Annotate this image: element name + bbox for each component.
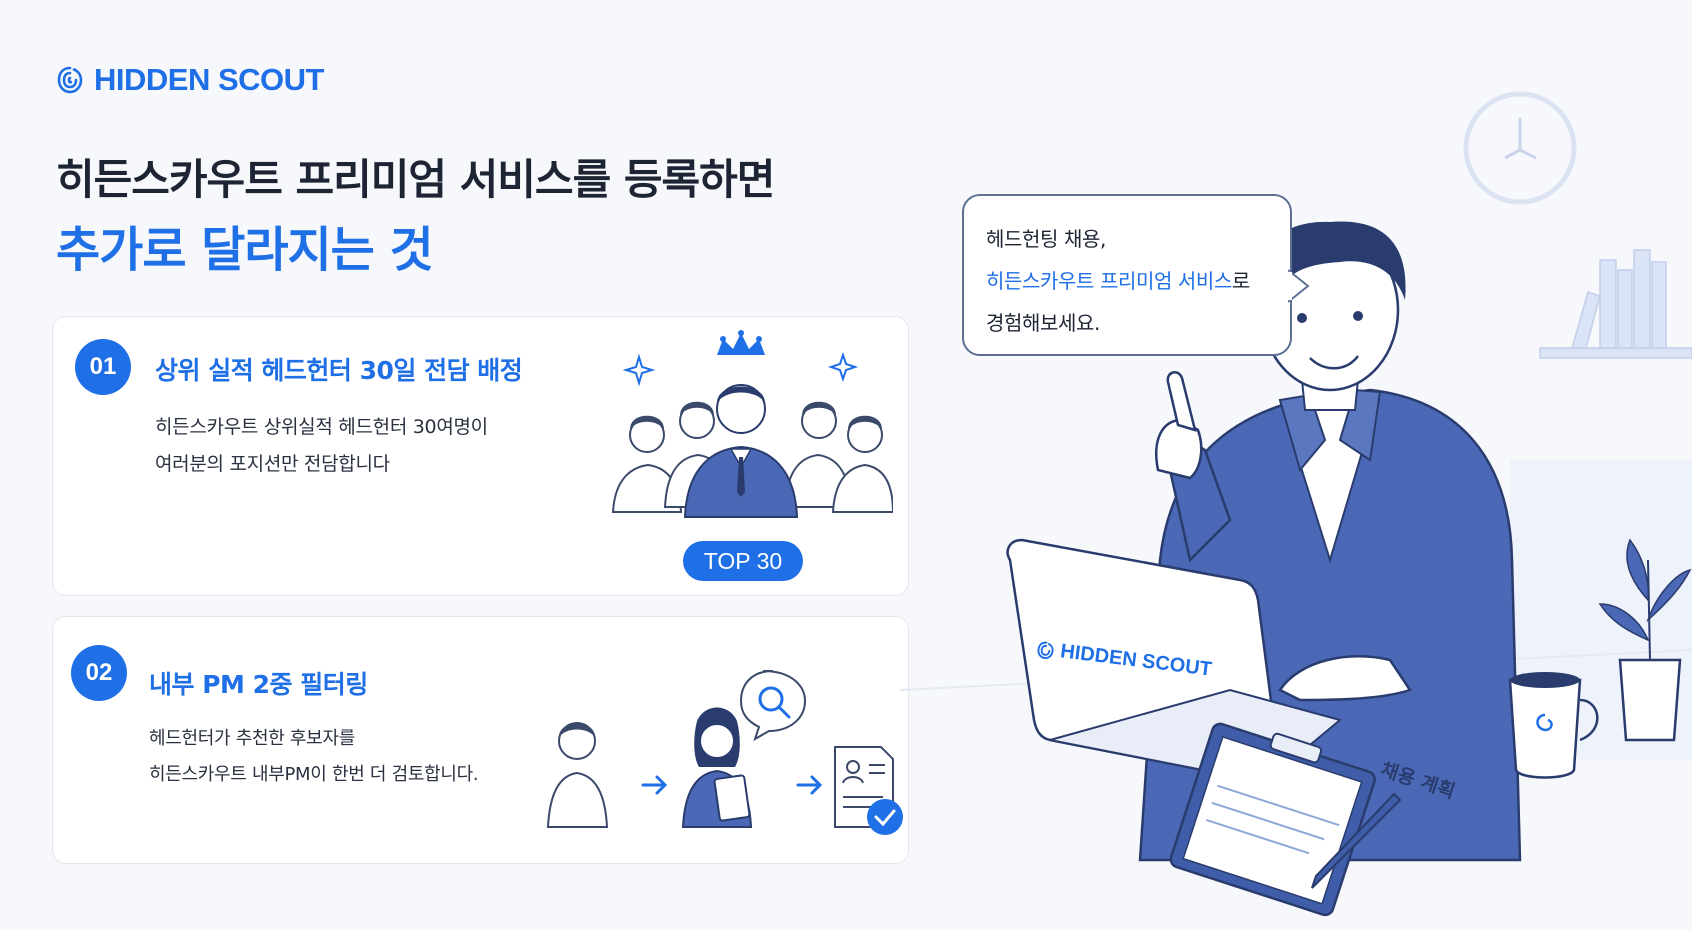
headline-line2: 추가로 달라지는 것 xyxy=(56,222,434,278)
pm-figure xyxy=(681,707,753,828)
speech-line3: 경험해보세요. xyxy=(986,311,1100,335)
fingerprint-logo-icon xyxy=(57,66,83,94)
card-description: 헤드헌터가 추천한 후보자를 히든스카우트 내부PM이 한번 더 검토합니다. xyxy=(149,721,479,793)
coffee-mug-icon xyxy=(1508,672,1599,779)
speech-highlight: 히든스카우트 프리미엄 서비스 xyxy=(986,269,1232,293)
speech-line2: 히든스카우트 프리미엄 서비스로 xyxy=(986,260,1290,302)
card-desc-line: 히든스카우트 상위실적 헤드헌터 30여명이 xyxy=(155,416,488,438)
speech-bubble: 헤드헌팅 채용, 히든스카우트 프리미엄 서비스로 경험해보세요. xyxy=(962,194,1292,356)
card-number-badge: 02 xyxy=(71,645,127,701)
card-description: 히든스카우트 상위실적 헤드헌터 30여명이 여러분의 포지션만 전담합니다 xyxy=(155,409,488,483)
top30-badge: TOP 30 xyxy=(683,541,803,581)
search-icon xyxy=(739,670,807,742)
feature-card-1: 01 상위 실적 헤드헌터 30일 전담 배정 히든스카우트 상위실적 헤드헌터… xyxy=(52,316,909,596)
speech-line1: 헤드헌팅 채용, xyxy=(986,227,1106,251)
pm-filtering-illustration xyxy=(546,670,903,835)
document-check-icon xyxy=(834,746,903,835)
plant-icon xyxy=(1598,538,1692,742)
card-desc-line: 히든스카우트 내부PM이 한번 더 검토합니다. xyxy=(149,764,479,785)
speech-line2-rest: 로 xyxy=(1231,269,1250,293)
headhunter-team-illustration xyxy=(611,330,893,518)
sparkle-icon xyxy=(622,351,859,387)
laptop-logo: HIDDEN SCOUT xyxy=(1035,637,1213,681)
brand-name: HIDDEN SCOUT xyxy=(94,62,324,97)
clock-icon xyxy=(1463,91,1577,205)
card-title: 상위 실적 헤드헌터 30일 전담 배정 xyxy=(155,356,523,385)
consultant-scene-illustration xyxy=(900,91,1692,917)
arrow-right-icon xyxy=(641,775,823,795)
fingerprint-logo-icon xyxy=(1037,641,1054,659)
card-number-badge: 01 xyxy=(75,339,131,395)
card-title: 내부 PM 2중 필터링 xyxy=(149,670,368,699)
crown-icon xyxy=(717,330,765,355)
feature-card-2: 02 내부 PM 2중 필터링 헤드헌터가 추천한 후보자를 히든스카우트 내부… xyxy=(52,616,909,864)
brand-logo[interactable]: HIDDEN SCOUT xyxy=(56,62,324,98)
speech-bubble-tail xyxy=(1288,269,1310,303)
card-desc-line: 헤드헌터가 추천한 후보자를 xyxy=(149,728,355,749)
headhunter-figure xyxy=(546,722,609,828)
headline-line1: 히든스카우트 프리미엄 서비스를 등록하면 xyxy=(56,155,775,204)
pen-icon xyxy=(1311,792,1402,889)
card-desc-line: 여러분의 포지션만 전담합니다 xyxy=(155,453,390,475)
